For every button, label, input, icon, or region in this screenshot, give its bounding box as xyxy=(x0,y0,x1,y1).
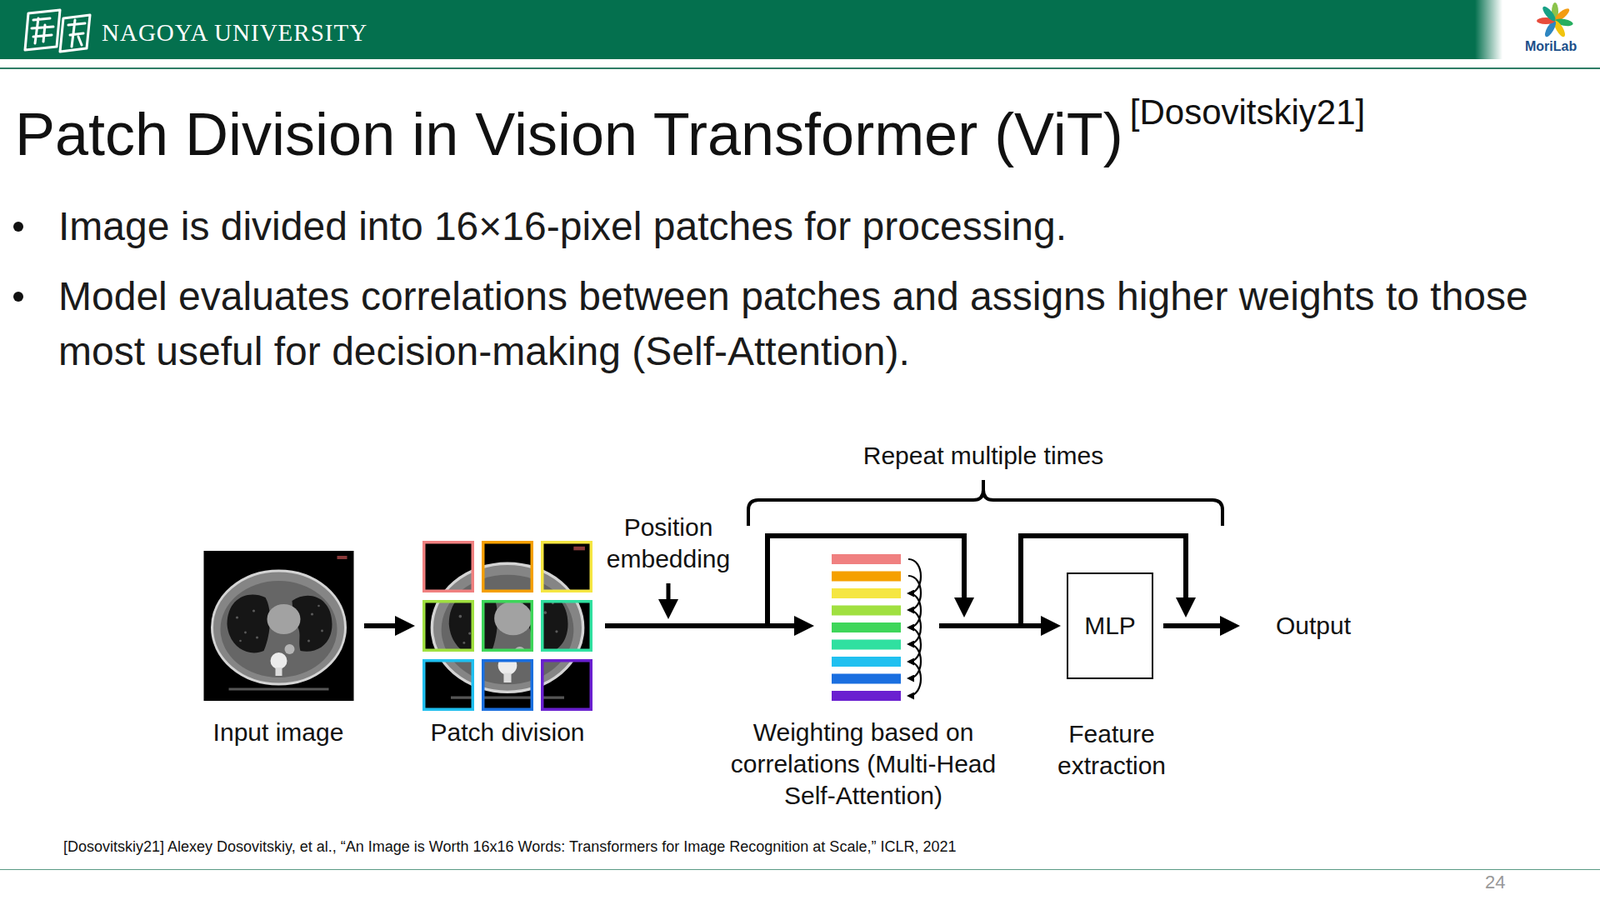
bullet-text: Image is divided into 16×16-pixel patche… xyxy=(58,199,1588,255)
node-caption: Weighting based on correlations (Multi-H… xyxy=(721,716,1005,812)
slide-title: Patch Division in Vision Transformer (Vi… xyxy=(15,104,1124,165)
footer-rule xyxy=(0,869,1600,870)
attention-bars xyxy=(831,549,932,703)
bullet-text: Model evaluates correlations between pat… xyxy=(58,269,1588,380)
flow-arrow xyxy=(939,623,1041,629)
svg-g xyxy=(908,559,921,696)
input-annotation: Position embedding xyxy=(593,511,744,575)
svg-rect xyxy=(424,542,474,592)
ct-scan-image xyxy=(203,550,355,701)
svg-use xyxy=(422,540,593,711)
attention-node: Weighting based on correlations (Multi-H… xyxy=(831,549,932,703)
lab-logo xyxy=(1521,2,1589,38)
svg-rect xyxy=(474,540,482,711)
bracket-label: Repeat multiple times xyxy=(863,440,1104,472)
svg-rect xyxy=(831,554,901,565)
bullet-dot xyxy=(13,291,24,302)
patch-grid-image xyxy=(422,540,593,711)
svg-rect xyxy=(831,656,901,667)
svg-rect xyxy=(542,601,592,651)
university-emblem xyxy=(20,6,95,54)
node-label: MLP xyxy=(1084,610,1136,642)
svg-g xyxy=(424,542,592,710)
svg-g xyxy=(422,540,593,711)
flow-arrow xyxy=(605,623,795,629)
output-node: Output xyxy=(1275,610,1351,642)
svg-rect xyxy=(831,640,901,650)
svg-rect xyxy=(424,601,474,651)
university-name: NAGOYA UNIVERSITY xyxy=(101,17,368,48)
node-label: Output xyxy=(1275,610,1351,642)
svg-rect xyxy=(831,622,901,633)
svg-use xyxy=(204,550,355,701)
input-image-node: Input image xyxy=(203,550,355,701)
citation-superscript: [Dosovitskiy21] xyxy=(1130,93,1365,132)
svg-rect xyxy=(483,601,533,651)
patch-grid-node: Patch division xyxy=(422,540,593,711)
svg-path xyxy=(908,661,921,696)
reference-footnote: [Dosovitskiy21] Alexey Dosovitskiy, et a… xyxy=(63,837,956,856)
repeat-bracket xyxy=(748,480,1223,526)
svg-path xyxy=(60,15,90,52)
svg-g xyxy=(25,10,90,52)
svg-rect xyxy=(831,674,901,685)
svg-rect xyxy=(422,592,593,600)
skip-connection xyxy=(767,535,965,629)
svg-rect xyxy=(533,540,541,711)
svg-g xyxy=(1536,2,1574,38)
page-number: 24 xyxy=(1485,871,1505,894)
svg-rect xyxy=(422,651,593,660)
svg-rect xyxy=(424,660,474,710)
flow-arrow xyxy=(364,623,395,629)
svg-rect xyxy=(542,660,592,710)
svg-rect xyxy=(831,605,901,616)
bullet-dot xyxy=(13,221,24,232)
flow-arrow xyxy=(1163,623,1220,629)
header-rule xyxy=(0,67,1600,70)
svg-path xyxy=(31,18,54,44)
mlp-box: MLPFeature extraction xyxy=(1066,572,1154,680)
lab-logo-text: MoriLab xyxy=(1525,39,1577,55)
node-caption: Input image xyxy=(170,716,387,749)
svg-ellipse xyxy=(1540,5,1558,24)
svg-rect xyxy=(483,542,533,592)
node-caption: Patch division xyxy=(399,716,616,749)
svg-rect xyxy=(542,542,592,592)
svg-rect xyxy=(831,690,901,701)
node-caption: Feature extraction xyxy=(1028,718,1195,782)
svg-rect xyxy=(831,571,901,582)
svg-path xyxy=(25,10,60,50)
position-arrow xyxy=(666,583,671,600)
svg-rect xyxy=(483,660,533,710)
svg-rect xyxy=(831,588,901,599)
svg-path xyxy=(68,20,85,47)
